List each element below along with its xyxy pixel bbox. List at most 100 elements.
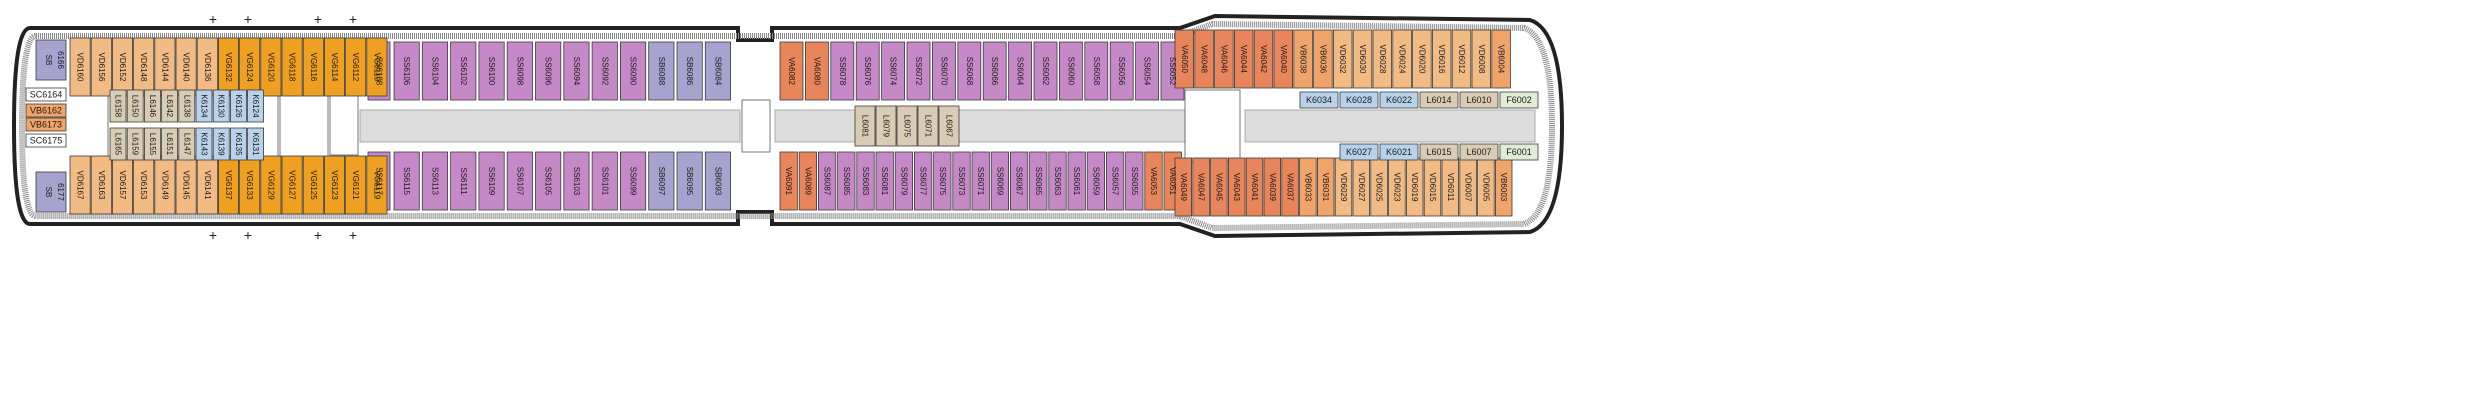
cabin-vb6173[interactable] [25, 117, 67, 132]
cabin-vb6033[interactable] [1299, 157, 1317, 217]
cabin-vb6031[interactable] [1317, 157, 1335, 217]
cabin-va6048[interactable] [1194, 29, 1214, 89]
cabin-ss6103[interactable] [563, 151, 590, 211]
cabin-ss6092[interactable] [591, 41, 618, 101]
cabin-ss6098[interactable] [506, 41, 533, 101]
cabin-ss6069[interactable] [990, 151, 1010, 211]
cabin-l6165[interactable] [109, 127, 127, 161]
cabin-l6075[interactable] [896, 105, 918, 147]
cabin-sb6095[interactable] [676, 151, 703, 211]
cabin-ss6077[interactable] [914, 151, 933, 211]
cabin-vd6012[interactable] [1451, 29, 1472, 89]
cabin-f6001[interactable] [1499, 143, 1539, 161]
cabin-k6126[interactable] [229, 89, 247, 123]
cabin-ss6104[interactable] [421, 41, 448, 101]
cabin-k6139[interactable] [212, 127, 230, 161]
cabin-ss6068[interactable] [957, 41, 982, 101]
cabin-vd6025[interactable] [1370, 157, 1388, 217]
cabin-ss6062[interactable] [1033, 41, 1058, 101]
cabin-l6081[interactable] [854, 105, 876, 147]
cabin-vd6030[interactable] [1352, 29, 1373, 89]
cabin-va6053[interactable] [1144, 151, 1163, 211]
cabin-va6045[interactable] [1210, 157, 1228, 217]
cabin-ss6096[interactable] [535, 41, 562, 101]
cabin-l6158[interactable] [109, 89, 127, 123]
cabin-vb6162[interactable] [25, 103, 67, 118]
cabin-vg6114[interactable] [323, 37, 345, 97]
cabin-ss6073[interactable] [952, 151, 971, 211]
cabin-l6010[interactable] [1459, 91, 1499, 109]
cabin-k6135[interactable] [229, 127, 247, 161]
cabin-ss6106[interactable] [393, 41, 420, 101]
cabin-vd6024[interactable] [1392, 29, 1412, 89]
cabin-va6089[interactable] [798, 151, 818, 211]
cabin-ss6115[interactable] [393, 151, 420, 211]
cabin-ss6100[interactable] [478, 41, 505, 101]
cabin-ss6076[interactable] [855, 41, 880, 101]
cabin-sc6164[interactable] [25, 87, 67, 102]
cabin-vd6167[interactable] [69, 155, 91, 215]
cabin-ss6065[interactable] [1029, 151, 1048, 211]
cabin-ss6061[interactable] [1067, 151, 1086, 211]
cabin-l6159[interactable] [126, 127, 144, 161]
cabin-ss6064[interactable] [1008, 41, 1032, 101]
cabin-ss6075[interactable] [933, 151, 952, 211]
cabin-ss6101[interactable] [591, 151, 618, 211]
cabin-ss6109[interactable] [478, 151, 505, 211]
cabin-l6014[interactable] [1419, 91, 1459, 109]
cabin-vg6123[interactable] [323, 155, 345, 215]
cabin-k6027[interactable] [1339, 143, 1379, 161]
cabin-ss6074[interactable] [881, 41, 905, 101]
cabin-l6067[interactable] [938, 105, 960, 147]
cabin-vd6020[interactable] [1412, 29, 1432, 89]
cabin-ss6111[interactable] [450, 151, 477, 211]
cabin-va6037[interactable] [1281, 157, 1299, 217]
cabin-va6042[interactable] [1253, 29, 1274, 89]
cabin-vg6119[interactable] [366, 155, 388, 215]
cabin-vg6110[interactable] [366, 37, 388, 97]
cabin-l6015[interactable] [1419, 143, 1459, 161]
cabin-va6039[interactable] [1263, 157, 1282, 217]
cabin-sb6084[interactable] [704, 41, 731, 101]
cabin-va6044[interactable] [1234, 29, 1254, 89]
cabin-sb6088[interactable] [648, 41, 675, 101]
cabin-ss6078[interactable] [830, 41, 855, 101]
cabin-sb-6166[interactable] [35, 39, 67, 81]
cabin-vb6004[interactable] [1491, 29, 1511, 89]
cabin-l6138[interactable] [178, 89, 196, 123]
cabin-vd6153[interactable] [133, 155, 155, 215]
cabin-ss6059[interactable] [1086, 151, 1105, 211]
cabin-f6002[interactable] [1499, 91, 1539, 109]
cabin-va6082[interactable] [779, 41, 804, 101]
cabin-ss6090[interactable] [620, 41, 647, 101]
cabin-ss6056[interactable] [1109, 41, 1134, 101]
cabin-vb6036[interactable] [1313, 29, 1333, 89]
cabin-vg6116[interactable] [302, 37, 324, 97]
cabin-ss6057[interactable] [1106, 151, 1125, 211]
cabin-vd6028[interactable] [1372, 29, 1393, 89]
cabin-ss6070[interactable] [932, 41, 956, 101]
cabin-ss6058[interactable] [1084, 41, 1109, 101]
cabin-sb6097[interactable] [648, 151, 675, 211]
cabin-sb6093[interactable] [704, 151, 731, 211]
cabin-vd6008[interactable] [1471, 29, 1492, 89]
cabin-ss6094[interactable] [563, 41, 590, 101]
cabin-ss6083[interactable] [856, 151, 875, 211]
cabin-k6124[interactable] [247, 89, 265, 123]
cabin-ss6087[interactable] [818, 151, 837, 211]
cabin-vb6038[interactable] [1293, 29, 1313, 89]
cabin-l6071[interactable] [917, 105, 939, 147]
cabin-ss6085[interactable] [837, 151, 856, 211]
cabin-ss6081[interactable] [875, 151, 894, 211]
cabin-l6142[interactable] [161, 89, 179, 123]
cabin-vg6118[interactable] [281, 37, 303, 97]
cabin-l6150[interactable] [126, 89, 144, 123]
cabin-va6049[interactable] [1174, 157, 1193, 217]
cabin-va6040[interactable] [1273, 29, 1294, 89]
cabin-ss6054[interactable] [1135, 41, 1159, 101]
cabin-k6134[interactable] [195, 89, 213, 123]
cabin-vg6121[interactable] [345, 155, 367, 215]
cabin-ss6113[interactable] [421, 151, 448, 211]
cabin-sc6175[interactable] [25, 133, 67, 148]
cabin-vd6163[interactable] [90, 155, 112, 215]
